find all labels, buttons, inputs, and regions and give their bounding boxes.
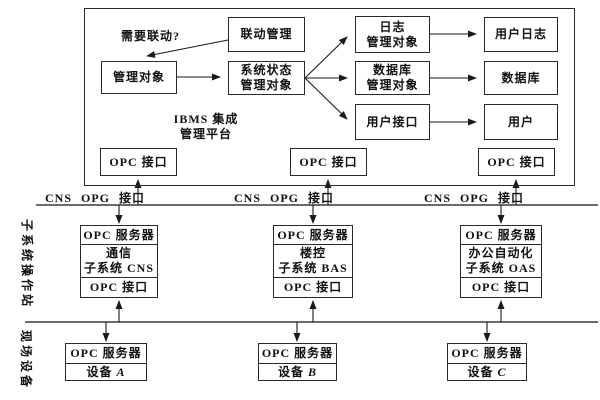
- arrow-system-status-to-ui: [304, 77, 348, 120]
- device-b-name-prefix: 设备: [277, 364, 304, 379]
- platform-arrows: [146, 30, 477, 126]
- arrow-linkage-to-managed-object: [146, 39, 229, 58]
- subsystem-oas-name: 办公自动化 子系统 OAS: [461, 244, 541, 277]
- side-label-field-devices: 现场设备: [19, 329, 34, 390]
- subsystem-box-oas: OPC 服务器 办公自动化 子系统 OAS OPC 接口: [460, 225, 542, 298]
- subsystem-oas-opc-server: OPC 服务器: [465, 227, 537, 242]
- subsystem-cns-name-line1: 通信: [105, 246, 132, 261]
- device-b-name: 设备 B: [259, 363, 336, 380]
- device-b-letter: B: [308, 364, 318, 379]
- subsystem-bas-name: 楼控 子系统 BAS: [274, 244, 352, 277]
- device-box-c: OPC 服务器 设备 C: [447, 343, 527, 381]
- system-status-box: 系统状态 管理对象: [228, 61, 305, 95]
- platform-opc-interface-1-label: OPC 接口: [109, 154, 168, 169]
- platform-title-line1: IBMS 集成: [173, 112, 239, 126]
- device-a-name-prefix: 设备: [86, 364, 113, 379]
- subsystem-bas-name-line2: 子系统 BAS: [278, 261, 348, 275]
- cns-opg-bus-label-1: CNS OPG 接口: [45, 191, 146, 205]
- user-log-box: 用户日志: [484, 17, 558, 52]
- system-status-line2: 管理对象: [240, 78, 293, 92]
- user-box: 用户: [484, 104, 558, 140]
- platform-title: IBMS 集成 管理平台: [150, 112, 262, 142]
- user-interface-label: 用户接口: [366, 114, 419, 129]
- platform-opc-interface-2: OPC 接口: [290, 148, 367, 176]
- linkage-question-label: 需要联动?: [121, 29, 181, 43]
- subsystem-bas-opc-interface: OPC 接口: [274, 277, 352, 297]
- subsystem-cns-opc-server: OPC 服务器: [83, 227, 155, 242]
- user-label: 用户: [507, 114, 534, 129]
- device-a-opc-server: OPC 服务器: [70, 346, 142, 361]
- linkage-management-label: 联动管理: [240, 27, 293, 42]
- ibms-platform-frame: [84, 8, 575, 186]
- subsystem-box-cns: OPC 服务器 通信 子系统 CNS OPC 接口: [80, 225, 158, 298]
- device-a-letter: A: [116, 364, 126, 379]
- arrow-system-status-to-log: [304, 36, 348, 79]
- cns-opg-bus-label-2: CNS OPG 接口: [234, 191, 335, 205]
- platform-opc-interface-3-label: OPC 接口: [487, 154, 546, 169]
- subsystem-cns-name-line2: 子系统 CNS: [83, 261, 154, 275]
- bus-lines: [25, 204, 598, 323]
- device-b-opc-server: OPC 服务器: [261, 346, 334, 361]
- log-management-line2: 管理对象: [366, 34, 419, 49]
- device-c-letter: C: [497, 364, 507, 379]
- db-management-line1: 数据库: [372, 63, 412, 78]
- device-a-name: 设备 A: [66, 363, 146, 380]
- side-label-subsystem-stations: 子系统操作站: [20, 218, 35, 309]
- subsystem-bas-opc-server: OPC 服务器: [277, 227, 349, 242]
- device-box-b: OPC 服务器 设备 B: [258, 343, 337, 381]
- db-management-line2: 管理对象: [366, 78, 419, 92]
- subsystem-oas-opc-interface: OPC 接口: [461, 277, 541, 297]
- subsystem-box-bas: OPC 服务器 楼控 子系统 BAS OPC 接口: [273, 225, 353, 298]
- managed-object-label: 管理对象: [112, 70, 165, 85]
- system-status-line1: 系统状态: [240, 63, 293, 78]
- subsystem-bas-name-line1: 楼控: [299, 246, 326, 261]
- device-c-name-prefix: 设备: [467, 364, 494, 379]
- database-box: 数据库: [484, 61, 558, 95]
- log-management-line1: 日志: [379, 19, 406, 34]
- device-box-a: OPC 服务器 设备 A: [65, 343, 147, 381]
- subsystem-oas-name-line2: 子系统 OAS: [465, 261, 537, 275]
- managed-object-box: 管理对象: [101, 61, 177, 94]
- db-management-box: 数据库 管理对象: [355, 61, 430, 95]
- bus-connector-arrows: [102, 179, 520, 342]
- platform-opc-interface-2-label: OPC 接口: [299, 154, 358, 169]
- user-interface-box: 用户接口: [355, 104, 430, 140]
- linkage-management-box: 联动管理: [228, 17, 305, 52]
- platform-opc-interface-1: OPC 接口: [100, 148, 177, 176]
- database-label: 数据库: [501, 70, 541, 85]
- subsystem-cns-opc-interface: OPC 接口: [81, 277, 157, 297]
- platform-opc-interface-3: OPC 接口: [478, 148, 555, 176]
- platform-title-line2: 管理平台: [179, 127, 232, 141]
- subsystem-oas-name-line1: 办公自动化: [468, 246, 534, 261]
- device-c-opc-server: OPC 服务器: [451, 346, 523, 361]
- cns-opg-bus-label-3: CNS OPG 接口: [424, 191, 525, 205]
- device-c-name: 设备 C: [448, 363, 526, 380]
- user-log-label: 用户日志: [494, 27, 547, 42]
- log-management-box: 日志 管理对象: [355, 16, 430, 53]
- subsystem-cns-name: 通信 子系统 CNS: [81, 244, 157, 277]
